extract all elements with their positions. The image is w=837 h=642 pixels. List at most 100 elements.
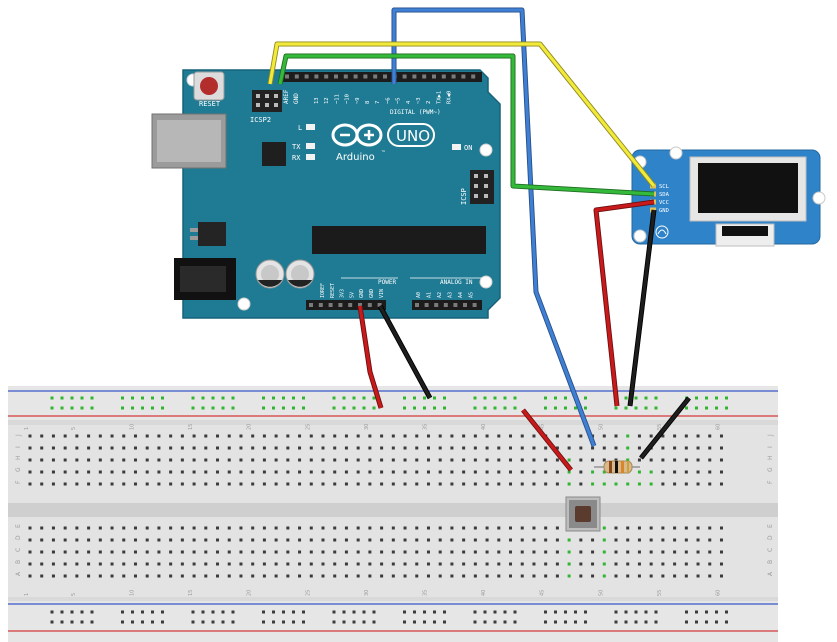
breadboard-hole (98, 470, 102, 474)
power-rail-hole (715, 620, 718, 624)
power-rail-hole (231, 620, 235, 624)
reset-button[interactable] (200, 77, 218, 95)
breadboard-hole (180, 562, 184, 566)
breadboard-hole (368, 470, 372, 474)
breadboard-hole (133, 562, 137, 566)
power-rail-hole (644, 396, 648, 400)
analog-pin-label: A1 (427, 292, 433, 298)
power-rail-hole (131, 620, 134, 624)
breadboard-hole (309, 574, 313, 578)
breadboard-labels: 1155101015152020252530303535404045455050… (15, 424, 774, 596)
power-rail-hole (584, 610, 587, 614)
reset-label: RESET (199, 100, 221, 108)
power-rail-hole (121, 620, 124, 624)
breadboard-hole (133, 446, 137, 450)
breadboard-hole (415, 562, 419, 566)
power-rail-hole (292, 610, 295, 614)
breadboard-hole (87, 526, 91, 530)
breadboard-hole (333, 482, 337, 486)
power-rail-hole (90, 620, 94, 624)
breadboard-hole (356, 482, 360, 486)
breadboard-hole (473, 434, 477, 438)
breadboard-hole (637, 446, 641, 450)
breadboard-hole (426, 482, 430, 486)
power-rail-hole (191, 620, 195, 624)
breadboard-hole (450, 574, 454, 578)
push-button-cap[interactable] (575, 506, 591, 522)
column-number: 25 (305, 590, 311, 596)
breadboard-hole (462, 434, 466, 438)
breadboard-hole (544, 482, 548, 486)
power-rail-hole (503, 396, 507, 400)
breadboard-hole (309, 526, 313, 530)
breadboard-hole (169, 458, 173, 462)
breadboard-hole (321, 458, 325, 462)
breadboard-hole (262, 434, 266, 438)
power-rail-hole (161, 396, 164, 400)
power-rail-hole (131, 406, 134, 410)
breadboard-hole (614, 550, 618, 554)
breadboard-hole (591, 458, 595, 462)
breadboard-hole (649, 470, 653, 474)
breadboard-hole (520, 538, 524, 542)
breadboard-hole (63, 434, 67, 438)
breadboard-hole (462, 562, 466, 566)
breadboard-hole (344, 458, 348, 462)
breadboard-hole (602, 574, 606, 578)
breadboard-hole (298, 562, 302, 566)
breadboard-hole (391, 550, 395, 554)
digital-pin-label: 12 (324, 97, 330, 104)
power-rail-hole (654, 396, 658, 400)
breadboard-hole (637, 526, 641, 530)
breadboard-hole (637, 482, 641, 486)
breadboard-hole (262, 470, 266, 474)
breadboard-hole (75, 482, 79, 486)
breadboard-hole (227, 446, 231, 450)
header-pin (451, 74, 456, 79)
breadboard-hole (216, 434, 220, 438)
power-rail-hole (503, 406, 507, 410)
breadboard-hole (673, 562, 677, 566)
led-on (452, 144, 461, 150)
breadboard-hole (145, 446, 149, 450)
breadboard-hole (473, 562, 477, 566)
power-rail-hole (80, 396, 84, 400)
digital-header-pins (285, 74, 476, 79)
breadboard-hole (719, 482, 723, 486)
header-pin (304, 74, 309, 79)
power-rail-hole (231, 610, 235, 614)
breadboard-hole (696, 446, 700, 450)
power-rail-hole (131, 396, 134, 400)
power-rail-hole (503, 620, 507, 624)
breadboard-hole (403, 526, 407, 530)
breadboard-hole (602, 434, 606, 438)
breadboard-hole (28, 526, 32, 530)
breadboard-hole (145, 470, 149, 474)
power-rail-hole (715, 610, 718, 614)
power-rail-hole (352, 610, 356, 614)
breadboard-hole (555, 434, 559, 438)
breadboard-hole (227, 562, 231, 566)
breadboard-hole (591, 574, 595, 578)
breadboard-hole (532, 434, 536, 438)
breadboard-hole (708, 574, 712, 578)
breadboard-hole (485, 538, 489, 542)
breadboard-hole (204, 482, 208, 486)
breadboard-hole (696, 458, 700, 462)
breadboard-hole (157, 458, 161, 462)
breadboard-hole (75, 434, 79, 438)
breadboard-hole (239, 470, 243, 474)
breadboard-hole (719, 550, 723, 554)
push-button[interactable] (565, 496, 601, 532)
power-rail-hole (231, 396, 235, 400)
breadboard-hole (309, 458, 313, 462)
column-number: 50 (598, 424, 604, 430)
power-rail-hole (473, 610, 477, 614)
breadboard-hole (579, 562, 583, 566)
power-rail-hole (423, 406, 426, 410)
breadboard-hole (274, 550, 278, 554)
breadboard-hole (321, 574, 325, 578)
breadboard-hole (356, 538, 360, 542)
row-letter: I (15, 446, 22, 448)
